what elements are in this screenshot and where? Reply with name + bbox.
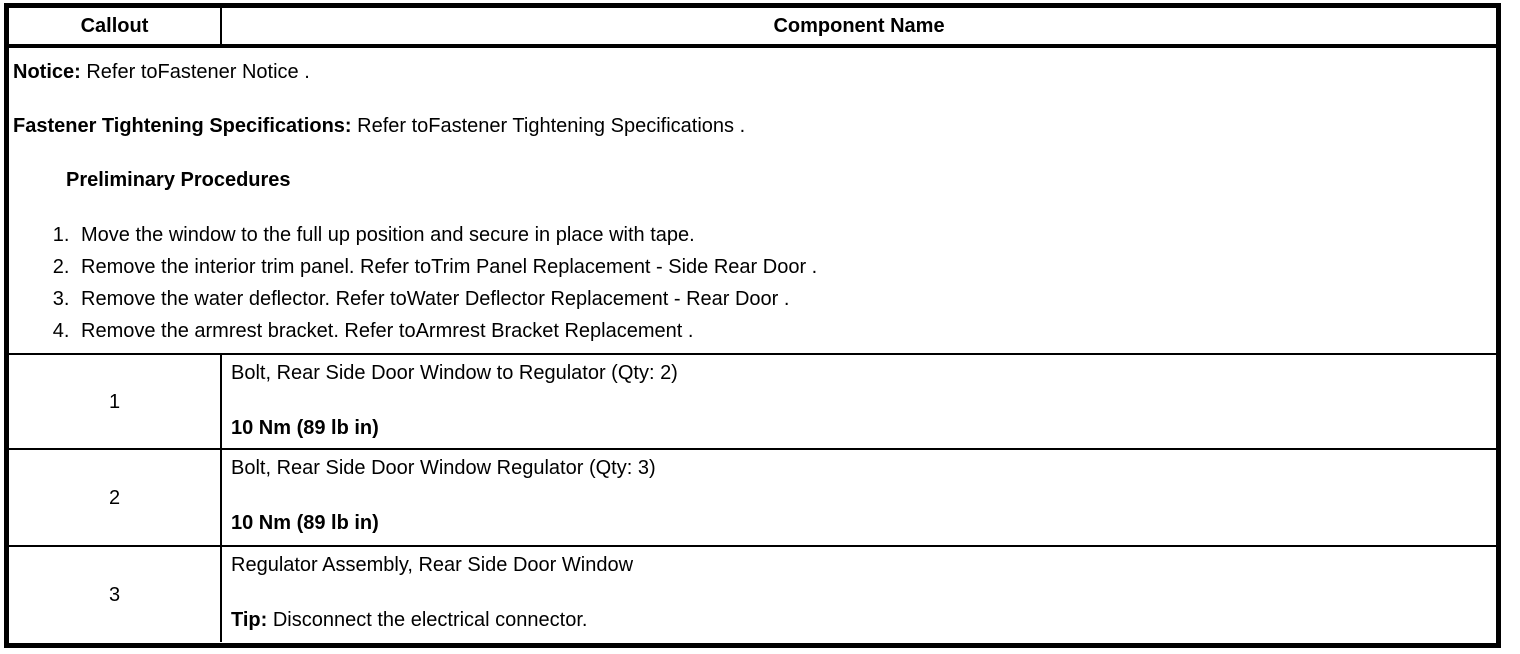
notice-label: Notice:	[13, 61, 81, 83]
tip-text: Disconnect the electrical connector.	[267, 609, 588, 631]
notice-reference-text: Refer toFastener Notice .	[80, 61, 310, 83]
notice-line: Notice: Refer toFastener Notice .	[13, 60, 1490, 84]
callout-number: 3	[9, 547, 222, 642]
preliminary-step: Remove the water deflector. Refer toWate…	[75, 283, 1490, 315]
header-callout: Callout	[9, 8, 222, 44]
component-name: Regulator Assembly, Rear Side Door Windo…	[231, 554, 634, 576]
header-component-name: Component Name	[773, 15, 945, 37]
fastener-spec-reference-text: Refer toFastener Tightening Specificatio…	[351, 115, 746, 137]
fastener-spec-label: Fastener Tightening Specifications:	[13, 115, 352, 137]
table-row: 3 Regulator Assembly, Rear Side Door Win…	[9, 545, 1496, 642]
tip-label: Tip:	[231, 609, 268, 631]
component-cell: Bolt, Rear Side Door Window Regulator (Q…	[222, 450, 1496, 545]
table-row: 2 Bolt, Rear Side Door Window Regulator …	[9, 448, 1496, 545]
component-callout-table: Callout Component Name Notice: Refer toF…	[4, 3, 1501, 648]
callout-number: 2	[9, 450, 222, 545]
tip-note: Tip: Disconnect the electrical connector…	[231, 608, 1488, 632]
torque-spec-value: 10 Nm (89 lb in)	[231, 417, 379, 439]
component-name: Bolt, Rear Side Door Window to Regulator…	[231, 362, 678, 384]
torque-spec: 10 Nm (89 lb in)	[231, 416, 1488, 440]
table-row: 1 Bolt, Rear Side Door Window to Regulat…	[9, 353, 1496, 448]
preliminary-procedures-title: Preliminary Procedures	[66, 169, 291, 191]
preliminary-step: Remove the interior trim panel. Refer to…	[75, 251, 1490, 283]
table-header-row: Callout Component Name	[9, 8, 1496, 48]
preliminary-notes-section: Notice: Refer toFastener Notice . Fasten…	[9, 48, 1496, 353]
preliminary-step: Remove the armrest bracket. Refer toArmr…	[75, 315, 1490, 347]
component-name: Bolt, Rear Side Door Window Regulator (Q…	[231, 457, 656, 479]
preliminary-steps-list: Move the window to the full up position …	[13, 219, 1490, 347]
component-cell: Regulator Assembly, Rear Side Door Windo…	[222, 547, 1496, 642]
preliminary-step: Move the window to the full up position …	[75, 219, 1490, 251]
torque-spec: 10 Nm (89 lb in)	[231, 511, 1488, 535]
callout-number: 1	[9, 355, 222, 448]
torque-spec-value: 10 Nm (89 lb in)	[231, 512, 379, 534]
component-cell: Bolt, Rear Side Door Window to Regulator…	[222, 355, 1496, 448]
fastener-spec-line: Fastener Tightening Specifications: Refe…	[13, 114, 1490, 138]
